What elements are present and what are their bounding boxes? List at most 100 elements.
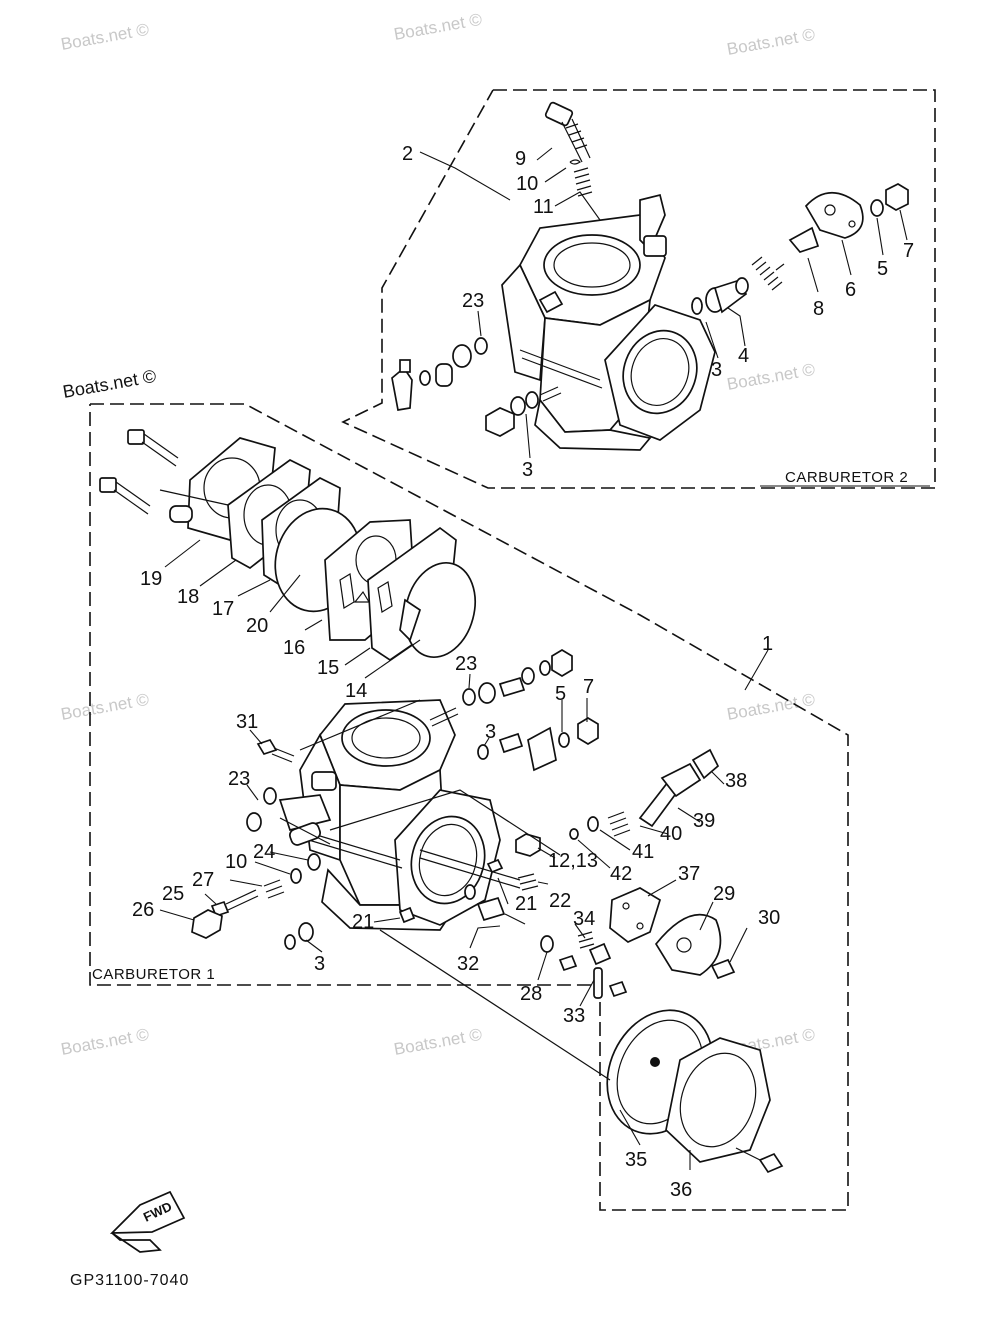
washer-3-bottom-1 <box>510 396 526 416</box>
jet-12-13 <box>515 833 541 857</box>
callout-c1-18: 18 <box>177 586 199 608</box>
screw-28 <box>558 954 578 972</box>
washer-3-bottom-a <box>284 934 296 950</box>
callout-c1-24: 24 <box>253 841 275 863</box>
callout-c1-40: 40 <box>660 823 682 845</box>
screw-bottom <box>539 386 562 402</box>
nut-upper <box>551 649 573 677</box>
carburetor-2-body <box>501 193 716 451</box>
fitting-left <box>391 359 413 411</box>
watermark: Boats.net © <box>59 20 150 54</box>
carburetor-2-assembly <box>391 101 909 451</box>
callout-c1-19: 19 <box>140 568 162 590</box>
washer-41 <box>587 816 599 832</box>
screw-9 <box>544 101 591 163</box>
carburetor-2-leaders <box>419 147 908 459</box>
clip-8 <box>788 226 820 253</box>
fwd-arrow-icon: FWD <box>109 1190 186 1253</box>
washer-23-upper <box>462 688 476 706</box>
washer-left-1 <box>419 370 431 386</box>
carburetor-1-plates <box>99 429 476 662</box>
callout-c1-23a: 23 <box>455 653 477 675</box>
washer-left-a <box>246 812 262 832</box>
watermark-dark: Boats.net © <box>61 366 157 402</box>
callout-c1-1: 1 <box>762 633 773 655</box>
callout-c1-3b: 3 <box>314 953 325 975</box>
callout-c1-25: 25 <box>162 883 184 905</box>
screw-left <box>538 290 564 314</box>
nut-7-mid <box>577 717 599 745</box>
plug-left <box>435 363 453 387</box>
callout-c2-6: 6 <box>845 279 856 301</box>
callout-c2-10: 10 <box>516 173 538 195</box>
screw-lower <box>99 477 151 515</box>
washer-10 <box>290 868 302 884</box>
callout-c2-3b: 3 <box>522 459 533 481</box>
washer-23 <box>474 337 488 355</box>
watermark: Boats.net © <box>392 1025 483 1059</box>
callout-c1-14: 14 <box>345 680 367 702</box>
carburetor-1-boundary: CARBURETOR 1 <box>89 403 849 1211</box>
jet-22 <box>517 873 539 891</box>
part-4-sleeve <box>705 277 749 314</box>
nut-7 <box>885 183 909 211</box>
callout-c1-21a: 21 <box>515 893 537 915</box>
washer-3 <box>691 297 703 315</box>
diagram-code: GP31100-7040 <box>70 1272 189 1289</box>
carburetor-2-label: CARBURETOR 2 <box>785 469 908 486</box>
valve-33 <box>588 942 612 966</box>
callout-c1-39: 39 <box>693 810 715 832</box>
callout-c2-4: 4 <box>738 345 749 367</box>
callout-c1-10: 10 <box>225 851 247 873</box>
callout-c1-34: 34 <box>573 908 595 930</box>
callout-c2-8: 8 <box>813 298 824 320</box>
carburetor-1-body <box>278 699 521 931</box>
watermark: Boats.net © <box>59 1025 150 1059</box>
carburetor-1-leaders <box>159 489 769 1170</box>
washer-upper-2 <box>478 682 496 704</box>
callout-c1-1213: 12,13 <box>548 850 598 872</box>
callout-c1-29: 29 <box>713 883 735 905</box>
washer-5-mid <box>558 732 570 748</box>
spring-mid <box>498 732 524 754</box>
jet-21 <box>486 858 504 874</box>
oring-24 <box>307 853 321 871</box>
callout-c1-20: 20 <box>246 615 268 637</box>
spring-11 <box>573 167 593 197</box>
needle-valve-39 <box>638 762 702 828</box>
carburetor-1-small-parts <box>191 649 784 1174</box>
washer-3-bottom-b <box>298 922 314 942</box>
washer-upper-3 <box>521 667 535 685</box>
spring-10 <box>569 159 581 165</box>
callout-c1-32: 32 <box>457 953 479 975</box>
screw-30 <box>710 958 736 980</box>
callout-c1-22: 22 <box>549 890 571 912</box>
callout-c1-7: 7 <box>583 676 594 698</box>
cover-29 <box>654 913 722 976</box>
screw-36 <box>758 1152 784 1174</box>
washer-3-bottom-2 <box>525 391 539 409</box>
callout-c1-28: 28 <box>520 983 542 1005</box>
spring-8 <box>751 256 785 291</box>
callout-c1-16: 16 <box>283 637 305 659</box>
callout-c2-11: 11 <box>533 196 554 218</box>
callout-c2-23: 23 <box>462 290 484 312</box>
spring-upper <box>498 676 526 698</box>
watermark: Boats.net © <box>725 690 816 724</box>
callout-c1-26: 26 <box>132 899 154 921</box>
oring-42 <box>569 828 579 840</box>
lever-6 <box>804 192 864 239</box>
spring-40 <box>607 811 631 837</box>
washer-upper-4 <box>539 660 551 676</box>
washer-5 <box>870 199 884 217</box>
callout-c2-2: 2 <box>402 143 413 165</box>
callout-c1-3a: 3 <box>485 721 496 743</box>
watermark: Boats.net © <box>59 690 150 724</box>
screw-31 <box>256 738 278 756</box>
plug-bottom <box>485 407 515 437</box>
spring-27 <box>263 879 285 899</box>
callout-c1-35: 35 <box>625 1149 647 1171</box>
callout-c2-7: 7 <box>903 240 914 262</box>
